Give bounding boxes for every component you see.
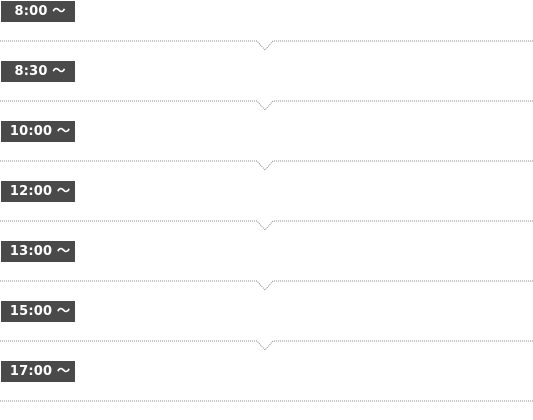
schedule-timeline: 8:00 〜 8:30 〜 10:00 〜 12:00 〜: [0, 0, 533, 402]
chevron-down-icon: [0, 340, 533, 351]
time-badge: 10:00 〜: [1, 121, 75, 142]
step-divider: [0, 220, 533, 234]
bottom-divider: [0, 400, 533, 414]
time-badge: 12:00 〜: [1, 181, 75, 202]
time-badge: 17:00 〜: [1, 361, 75, 382]
step-divider: [0, 280, 533, 294]
chevron-down-icon: [0, 280, 533, 291]
step-divider: [0, 40, 533, 54]
time-badge: 8:30 〜: [1, 61, 75, 82]
chevron-down-icon: [0, 220, 533, 231]
time-badge: 8:00 〜: [1, 1, 75, 22]
schedule-slot: 12:00 〜: [0, 180, 533, 240]
step-divider: [0, 160, 533, 174]
schedule-slot: 15:00 〜: [0, 300, 533, 360]
step-divider: [0, 100, 533, 114]
chevron-down-icon: [0, 40, 533, 51]
time-badge: 13:00 〜: [1, 241, 75, 262]
time-badge: 15:00 〜: [1, 301, 75, 322]
schedule-slot: 10:00 〜: [0, 120, 533, 180]
chevron-down-icon: [0, 100, 533, 111]
schedule-slot: 17:00 〜: [0, 360, 533, 420]
dotted-line: [0, 400, 533, 402]
schedule-slot: 8:00 〜: [0, 0, 533, 60]
schedule-slot: 8:30 〜: [0, 60, 533, 120]
step-divider: [0, 340, 533, 354]
schedule-slot: 13:00 〜: [0, 240, 533, 300]
chevron-down-icon: [0, 160, 533, 171]
